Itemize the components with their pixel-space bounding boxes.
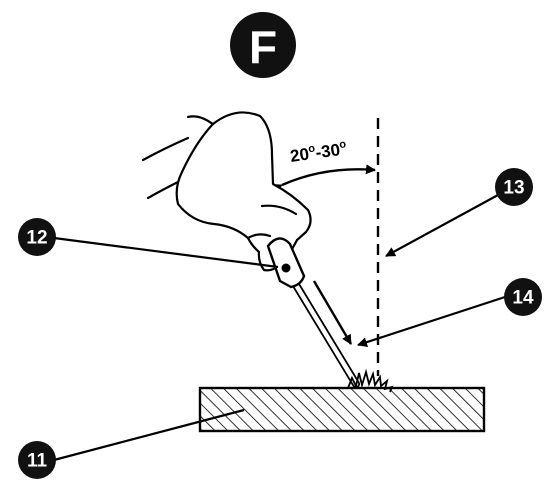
electrode-direction-arrow xyxy=(312,280,353,345)
angle-separator: - xyxy=(314,143,322,163)
leader-line-11 xyxy=(53,408,245,462)
callout-14-badge: 14 xyxy=(504,278,542,316)
callout-13-badge: 13 xyxy=(495,168,533,206)
callout-13-label: 13 xyxy=(503,178,524,199)
electrode-rod xyxy=(292,281,360,388)
angle-high: 30 xyxy=(320,140,341,161)
callout-14-label: 14 xyxy=(512,288,534,309)
callout-12-label: 12 xyxy=(26,228,47,249)
panel-letter-badge: F xyxy=(230,12,296,78)
callout-11-badge: 11 xyxy=(18,441,56,479)
workpiece-plate xyxy=(198,386,486,433)
arc-sparks xyxy=(347,368,394,393)
angle-label: 20o-30o xyxy=(289,138,348,166)
electrode-holder xyxy=(266,237,306,289)
angle-arc xyxy=(271,164,376,194)
leader-line-14 xyxy=(357,295,506,347)
callout-12-badge: 12 xyxy=(18,218,56,256)
leader-line-12 xyxy=(53,236,279,269)
angle-low-degree: o xyxy=(308,143,317,156)
leader-line-13 xyxy=(385,194,499,257)
angle-low: 20 xyxy=(289,145,310,166)
callout-11-label: 11 xyxy=(27,451,48,472)
panel-letter: F xyxy=(249,21,277,73)
angle-high-degree: o xyxy=(339,138,348,151)
welder-hand xyxy=(141,111,312,272)
